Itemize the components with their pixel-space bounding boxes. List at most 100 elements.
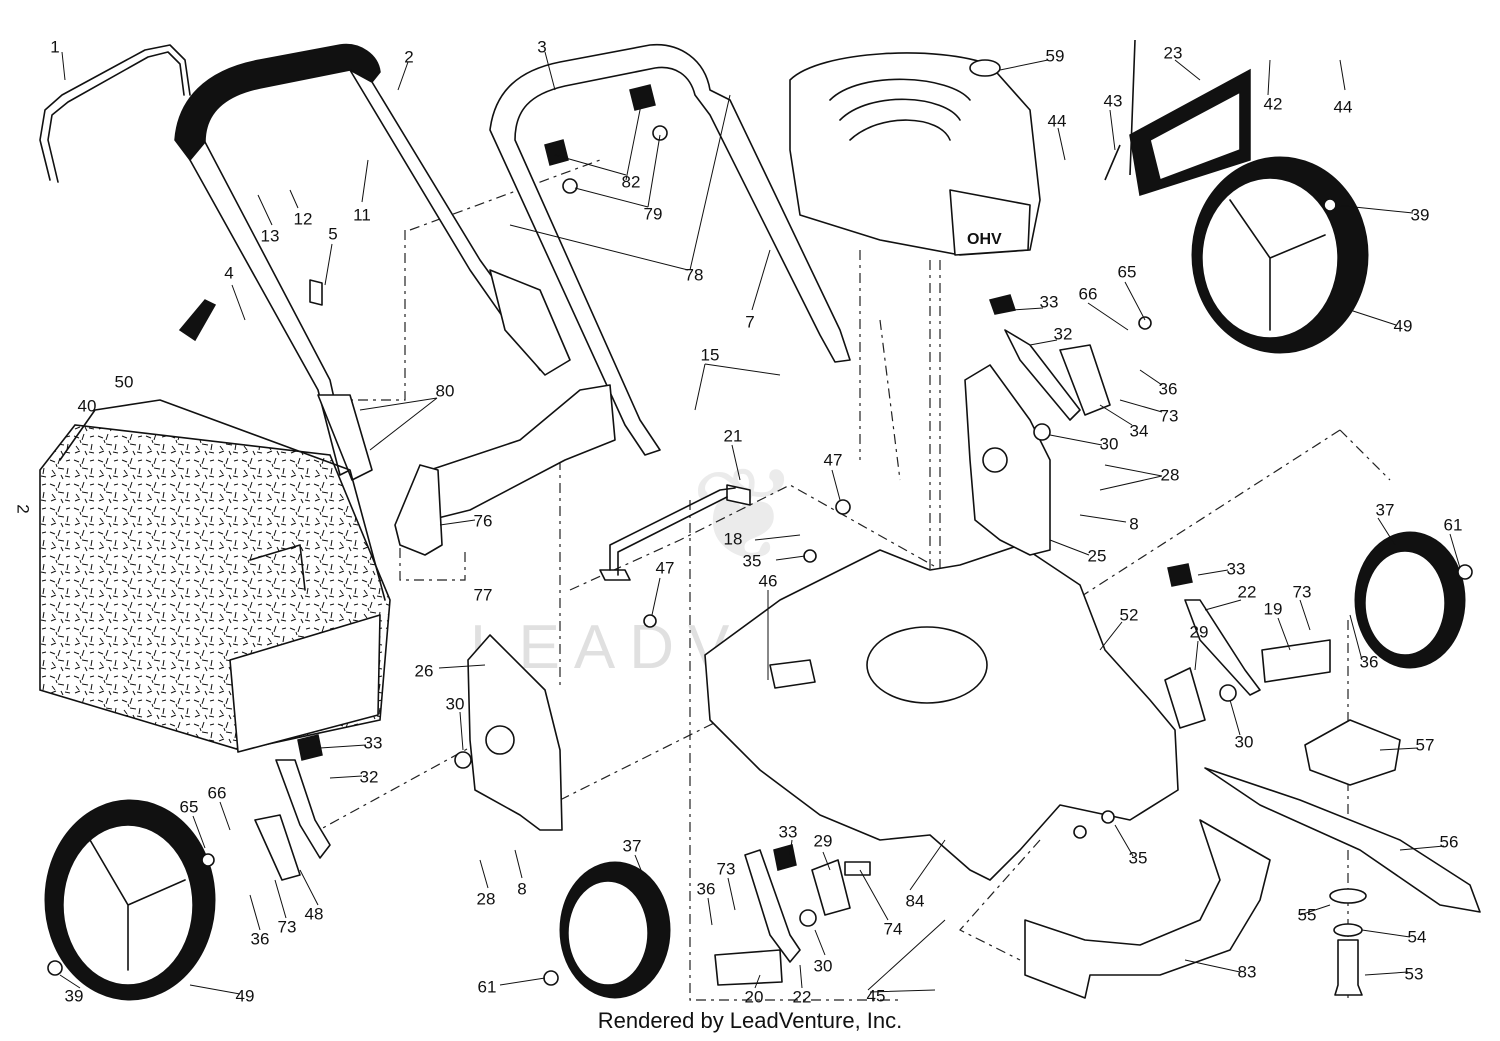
callout-78: 78: [685, 265, 704, 284]
front-wheel-left: [559, 861, 671, 999]
callout-12: 12: [294, 209, 313, 228]
callout-3: 3: [537, 37, 546, 56]
engine-badge: OHV: [967, 231, 1002, 248]
upper-handle: [489, 43, 851, 456]
lower-handle: [174, 43, 571, 481]
watermark-logo: ❦: [690, 439, 799, 591]
height-adjust-bracket-right: [964, 364, 1051, 556]
callout-4: 4: [224, 263, 233, 282]
callout-79: 79: [644, 204, 663, 223]
callout-29: 29: [1190, 622, 1209, 641]
callout-54: 54: [1408, 927, 1427, 946]
callout-32: 32: [360, 767, 379, 786]
callout-2: 2: [404, 47, 413, 66]
rear-guard: [1129, 68, 1251, 196]
callout-35: 35: [1129, 848, 1148, 867]
callout-73: 73: [278, 917, 297, 936]
callout-76: 76: [474, 511, 493, 530]
callout-66: 66: [208, 783, 227, 802]
discharge-chute-bracket: [429, 384, 616, 521]
callout-30: 30: [814, 956, 833, 975]
callout-29: 29: [814, 831, 833, 850]
callout-83: 83: [1238, 962, 1257, 981]
callout-1: 1: [50, 37, 59, 56]
callout-82: 82: [622, 172, 641, 191]
callout-65: 65: [1118, 262, 1137, 281]
callout-26: 26: [415, 661, 434, 680]
callout-8: 8: [1129, 514, 1138, 533]
callout-21: 21: [724, 426, 743, 445]
callout-15: 15: [701, 345, 720, 364]
callout-37: 37: [1376, 500, 1395, 519]
callout-33: 33: [364, 733, 383, 752]
bag-bracket: [394, 464, 443, 556]
callout-39: 39: [65, 986, 84, 1005]
callout-37: 37: [623, 836, 642, 855]
callout-22: 22: [793, 987, 812, 1006]
rear-skirt: [1024, 819, 1271, 999]
callout-44: 44: [1048, 111, 1067, 130]
callout-52: 52: [1120, 605, 1139, 624]
callout-65: 65: [180, 797, 199, 816]
callout-7: 7: [745, 312, 754, 331]
grass-bag: [39, 399, 391, 753]
callout-61: 61: [478, 977, 497, 996]
callout-33: 33: [779, 822, 798, 841]
callout-44: 44: [1334, 97, 1353, 116]
callout-35: 35: [743, 551, 762, 570]
callout-49: 49: [236, 986, 255, 1005]
engine: OHV: [789, 52, 1041, 256]
callout-49: 49: [1394, 316, 1413, 335]
leader-lines: [59, 51, 1461, 995]
mower-deck: [704, 544, 1179, 881]
callout-59: 59: [1046, 46, 1065, 65]
callout-39: 39: [1411, 205, 1430, 224]
callout-36: 36: [1360, 652, 1379, 671]
callout-45: 45: [867, 986, 886, 1005]
callout-40: 40: [78, 396, 97, 415]
callout-28: 28: [477, 889, 496, 908]
front-wheel-right: [1354, 531, 1466, 669]
callout-36: 36: [1159, 379, 1178, 398]
callout-30: 30: [1100, 434, 1119, 453]
callout-73: 73: [1160, 406, 1179, 425]
callout-13: 13: [261, 226, 280, 245]
callout-66: 66: [1079, 284, 1098, 303]
callout-20: 20: [745, 987, 764, 1006]
callout-55: 55: [1298, 905, 1317, 924]
callout-73: 73: [1293, 582, 1312, 601]
callout-84: 84: [906, 891, 925, 910]
callout-46: 46: [759, 571, 778, 590]
callout-47: 47: [824, 450, 843, 469]
callout-8: 8: [517, 879, 526, 898]
height-adjust-bracket-left: [467, 634, 563, 831]
callout-23: 23: [1164, 43, 1183, 62]
callout-48: 48: [305, 904, 324, 923]
callout-2: 2: [14, 504, 33, 513]
hardware: [47, 39, 1473, 996]
callout-34: 34: [1130, 421, 1149, 440]
callout-74: 74: [884, 919, 903, 938]
rear-wheel-right: [1191, 156, 1369, 354]
callout-42: 42: [1264, 94, 1283, 113]
callout-30: 30: [446, 694, 465, 713]
control-bar: [39, 44, 191, 183]
callout-36: 36: [251, 929, 270, 948]
callout-19: 19: [1264, 599, 1283, 618]
callout-80: 80: [436, 381, 455, 400]
callout-32: 32: [1054, 324, 1073, 343]
credit-text: Rendered by LeadVenture, Inc.: [597, 1008, 903, 1033]
callout-56: 56: [1440, 832, 1459, 851]
callout-30: 30: [1235, 732, 1254, 751]
callout-61: 61: [1444, 515, 1463, 534]
callout-33: 33: [1040, 292, 1059, 311]
callout-25: 25: [1088, 546, 1107, 565]
callout-50: 50: [115, 372, 134, 391]
callout-36: 36: [697, 879, 716, 898]
callout-73: 73: [717, 859, 736, 878]
blade: [1204, 719, 1481, 913]
callout-57: 57: [1416, 735, 1435, 754]
callout-53: 53: [1405, 964, 1424, 983]
callout-28: 28: [1161, 465, 1180, 484]
